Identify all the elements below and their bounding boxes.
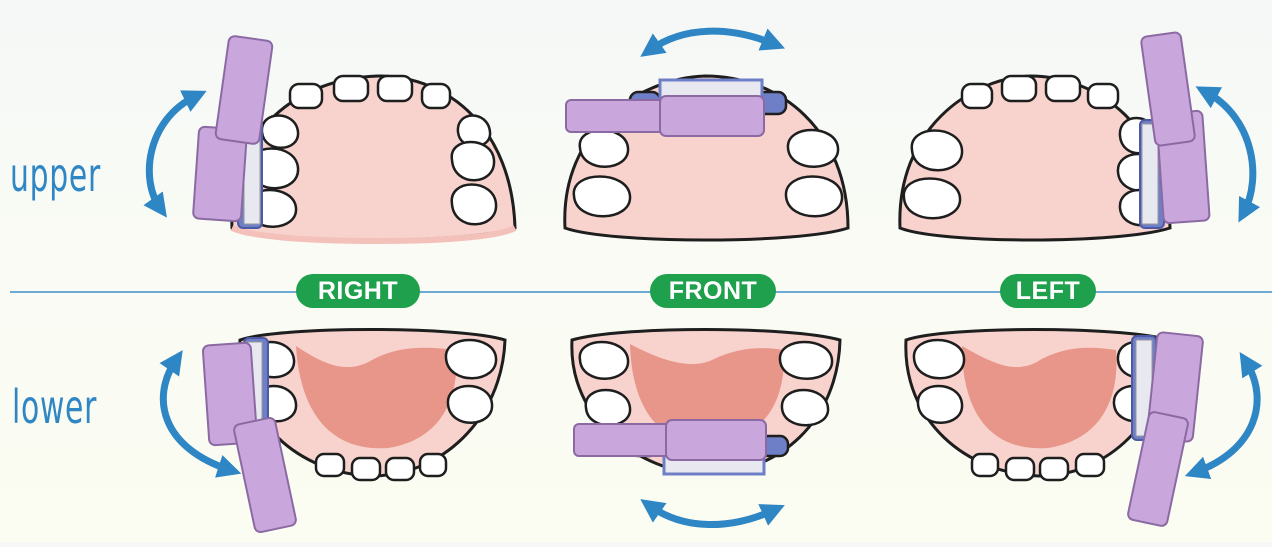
curved-double-arrow-icon (1206, 92, 1253, 212)
curved-double-arrow-icon (1196, 362, 1257, 472)
toothbrush-icon (1140, 32, 1210, 228)
lower-left-jaw (906, 330, 1170, 481)
section-pill-right: RIGHT (296, 274, 420, 308)
curved-double-arrow-icon (650, 506, 774, 525)
curved-double-arrow-icon (650, 31, 774, 50)
lower-label: lower (12, 380, 97, 434)
upper-right-jaw (232, 76, 515, 241)
toothbrush-icon (566, 96, 764, 136)
toothbrush-icon (193, 35, 273, 228)
upper-label: upper (10, 148, 101, 202)
curved-double-arrow-icon (149, 96, 196, 208)
toothbrush-icon (1127, 332, 1203, 527)
upper-left-jaw (900, 76, 1170, 240)
section-pill-front: FRONT (650, 274, 776, 308)
section-pill-left: LEFT (1000, 274, 1096, 308)
toothbrush-icon (574, 420, 766, 460)
